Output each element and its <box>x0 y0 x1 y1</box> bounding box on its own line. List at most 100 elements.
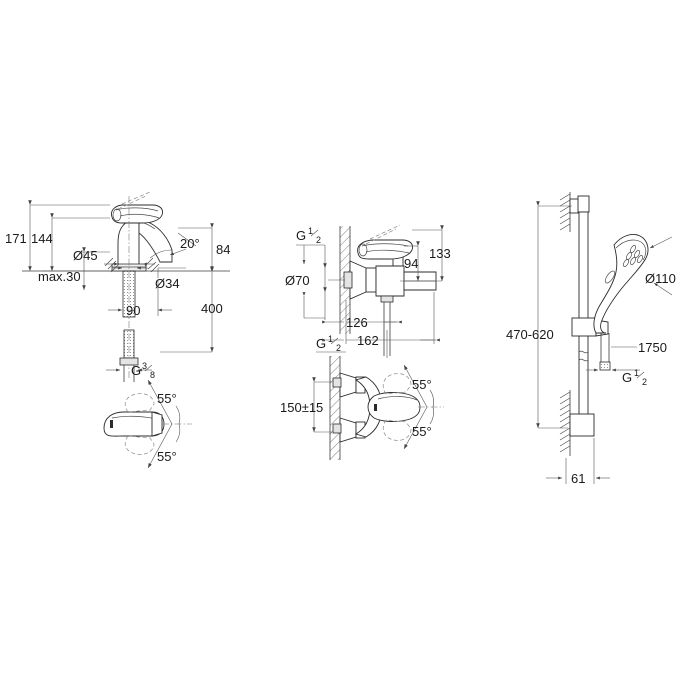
dimension-bath-g12-top-label: G <box>296 228 306 243</box>
dimension-94: 94 <box>404 241 420 281</box>
front-escutcheon-upper <box>339 372 357 398</box>
dimension-126-label: 126 <box>346 315 368 330</box>
bath-lever-open-ghost <box>365 224 401 245</box>
view-bath-mixer-front: 150±15 55° 55° <box>280 356 444 460</box>
dimension-d110: Ø110 <box>645 236 676 296</box>
bath-lever-crease <box>365 249 410 254</box>
dimension-400-label: 400 <box>201 301 223 316</box>
faucet-column <box>117 221 140 271</box>
escutcheon-collar <box>365 267 377 293</box>
front-wall-section <box>330 356 340 460</box>
dimension-lever-55-lower: 55° <box>147 423 180 469</box>
dimension-shower-g12: G 1 2 <box>586 368 647 387</box>
front-nipple-lower <box>332 423 342 434</box>
dimension-171-label: 171 <box>5 231 27 246</box>
dimension-bath-g12-bottom-num: 1 <box>328 334 333 344</box>
dimension-lever-55-lower-label: 55° <box>157 449 177 464</box>
dimension-d70-label: Ø70 <box>285 273 310 288</box>
dimension-470-620: 470-620 <box>506 201 572 429</box>
dimension-90-label: 90 <box>126 303 140 318</box>
shower-slider <box>571 317 597 337</box>
shower-rail-top-cap <box>577 195 590 213</box>
lever-plan-cap <box>151 411 163 437</box>
dimension-lever-55-upper-label: 55° <box>157 391 177 406</box>
shower-wall-upper-hatch <box>559 193 571 231</box>
dimension-d34: Ø34 <box>112 266 186 291</box>
dimension-470-620-label: 470-620 <box>506 327 554 342</box>
dimension-bath-g12-bottom-den: 2 <box>336 343 341 353</box>
dimension-d45-label: Ø45 <box>73 248 98 263</box>
front-lever-highlight <box>377 396 418 401</box>
front-lever-slot <box>374 404 377 411</box>
dimension-144: 144 <box>31 213 110 271</box>
escutcheon-nipple <box>343 271 353 289</box>
faucet-lever-crease <box>119 213 160 219</box>
dimension-d110-label: Ø110 <box>645 271 676 286</box>
dimension-angle-20-label: 20° <box>180 236 200 251</box>
dimension-d34-label: Ø34 <box>155 276 180 291</box>
dimension-shower-g12-num: 1 <box>634 368 639 378</box>
view-basin-mixer: 171 144 max.30 Ø45 Ø34 <box>5 191 230 382</box>
dimension-max30: max.30 <box>38 247 110 290</box>
dimension-g38-numerator: 3 <box>142 361 147 371</box>
dimension-bath-g12-top-num: 1 <box>308 226 313 236</box>
dimension-bath-g12-bottom-label: G <box>316 336 326 351</box>
hand-shower-face-edge <box>615 239 647 261</box>
view-basin-lever-plan: 55° 55° <box>103 379 192 469</box>
dimension-front-55-upper-label: 55° <box>412 377 432 392</box>
dimension-84: 84 <box>178 223 230 271</box>
shower-rail-break-1 <box>578 350 589 354</box>
view-shower-rail: 470-620 Ø110 1750 G 1 2 <box>506 192 676 486</box>
front-lever <box>367 392 421 422</box>
dimension-bath-g12-top: G 1 2 <box>296 226 326 268</box>
dimension-162-label: 162 <box>357 333 379 348</box>
dimension-61-label: 61 <box>571 471 585 486</box>
shower-hose-nut <box>599 361 611 371</box>
faucet-spout-inner-edge <box>138 232 161 263</box>
dimension-d70: Ø70 <box>285 263 345 320</box>
flex-hose-nut <box>119 357 139 366</box>
front-lever-ghost-down <box>382 419 412 441</box>
dimension-162: 162 <box>322 292 440 348</box>
view-bath-mixer: G 1 2 Ø70 G 1 2 94 <box>285 224 451 358</box>
dimension-90: 90 <box>108 280 172 318</box>
dimension-shower-g12-label: G <box>622 370 632 385</box>
lever-plan-slot <box>110 420 113 428</box>
dimension-front-55-lower: 55° <box>403 406 434 450</box>
hand-shower-body <box>593 234 649 334</box>
dimension-angle-20: 20° <box>149 232 200 259</box>
dimension-150pm15: 150±15 <box>280 377 332 433</box>
dimension-g38-denominator: 8 <box>150 370 155 380</box>
dimension-front-55-lower-label: 55° <box>412 424 432 439</box>
dimension-lever-55-upper: 55° <box>147 379 180 425</box>
dimension-84-label: 84 <box>216 242 230 257</box>
lever-open-ghost <box>117 191 151 210</box>
faucet-lever-cap <box>112 208 122 222</box>
front-nipple-upper <box>332 377 342 388</box>
shower-rail-break-2 <box>578 358 589 362</box>
dimension-133: 133 <box>400 225 451 282</box>
dimension-g38: G 3 8 <box>106 361 155 380</box>
dimension-61: 61 <box>546 438 610 486</box>
dimension-400: 400 <box>160 267 223 353</box>
dimension-150pm15-label: 150±15 <box>280 400 323 415</box>
dimension-bath-g12-bottom: G 1 2 <box>316 334 346 353</box>
dimension-1750-label: 1750 <box>638 340 667 355</box>
dimension-front-55-upper: 55° <box>403 364 434 408</box>
lever-ghost-down <box>124 435 155 455</box>
dimension-d45: Ø45 <box>73 248 155 266</box>
shower-bracket-lower <box>569 413 595 437</box>
flex-hose-thread <box>123 329 135 359</box>
bath-lever-cap <box>358 243 368 257</box>
lever-ghost-up <box>124 393 155 413</box>
dimension-g38-label: G <box>131 363 141 378</box>
front-lever-ghost-up <box>382 373 412 395</box>
dimension-94-label: 94 <box>404 256 418 271</box>
front-escutcheon-lower <box>339 417 357 443</box>
dimension-171: 171 <box>5 200 110 271</box>
dimension-bath-g12-top-den: 2 <box>316 235 321 245</box>
shower-wall-lower-hatch <box>559 391 571 453</box>
dimension-max30-label: max.30 <box>38 269 81 284</box>
